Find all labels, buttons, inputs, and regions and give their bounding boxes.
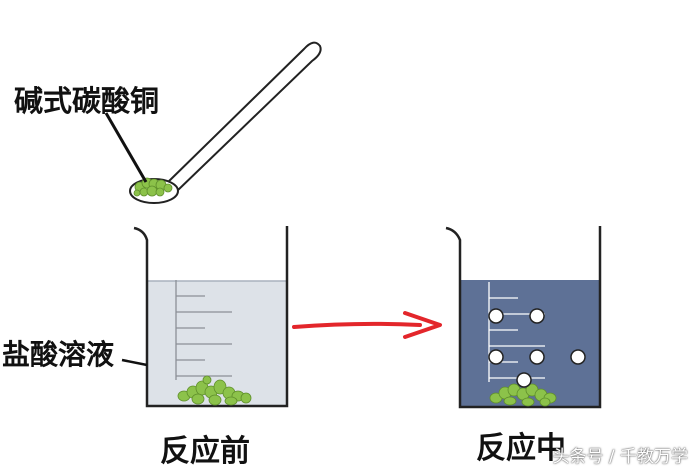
gas-bubbles — [488, 308, 586, 388]
watermark: 头条号 / 千教万学 — [552, 447, 688, 467]
graduation-marks-before — [175, 280, 232, 380]
pointer-line-spoon — [104, 112, 148, 183]
caption-during-reaction: 反应中 — [476, 431, 566, 466]
spoon — [129, 41, 322, 204]
beaker-outline-before — [133, 226, 289, 408]
beaker-outline-during — [445, 226, 602, 409]
powder-during — [489, 383, 557, 407]
reaction-arrow — [292, 311, 442, 339]
spoon-handle — [163, 41, 322, 194]
label-hydrochloric-acid: 盐酸溶液 — [2, 338, 115, 371]
beaker-before — [133, 226, 289, 408]
gas-bubble — [529, 349, 545, 365]
gas-bubble — [516, 372, 532, 388]
gas-bubble — [488, 308, 504, 324]
label-basic-copper-carbonate: 碱式碳酸铜 — [14, 84, 160, 118]
pointer-line-solution — [121, 358, 148, 367]
powder-before — [177, 375, 252, 406]
gas-bubble — [570, 349, 586, 365]
gas-bubble — [529, 308, 545, 324]
gas-bubble — [488, 349, 504, 365]
beaker-during — [445, 226, 602, 409]
spoon-powder — [133, 177, 173, 197]
caption-before-reaction: 反应前 — [160, 434, 250, 469]
